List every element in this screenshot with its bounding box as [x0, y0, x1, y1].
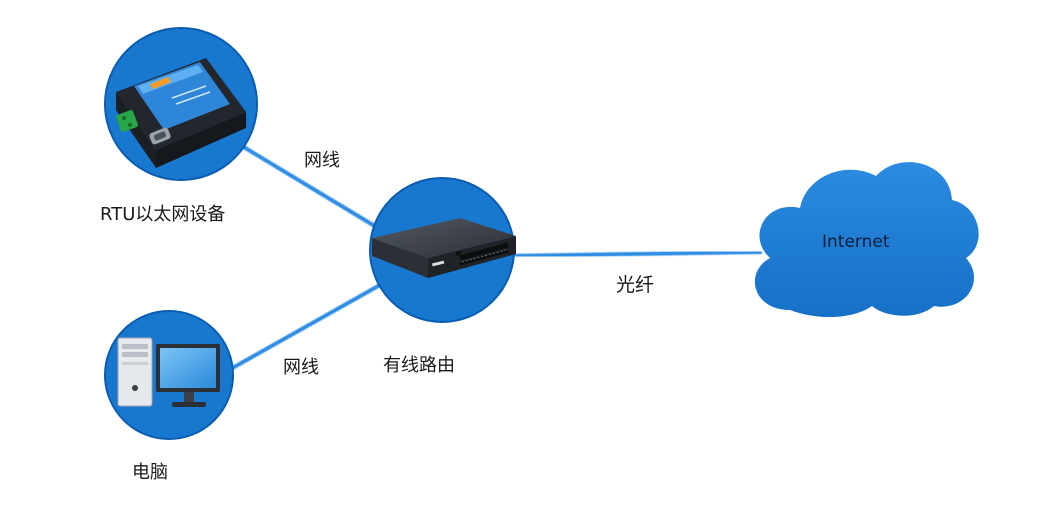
link-router-internet	[504, 250, 763, 258]
internet-label: Internet	[822, 232, 890, 252]
rtu-device-label: RTU以太网设备	[100, 204, 226, 225]
link-pc-router	[219, 283, 381, 377]
router-icon	[372, 218, 516, 278]
rtu-device-icon	[116, 58, 246, 168]
link-rtu-router	[230, 138, 380, 230]
rtu-node	[104, 27, 258, 181]
pc-node	[104, 310, 234, 440]
router-internet-link-label: 光纤	[616, 274, 655, 296]
pc-router-link-label: 网线	[283, 357, 319, 378]
computer-icon	[117, 337, 220, 407]
computer-label: 电脑	[132, 462, 168, 483]
internet-cloud	[754, 162, 979, 318]
rtu-router-link-label: 网线	[304, 150, 340, 171]
router-node	[369, 177, 516, 323]
router-label: 有线路由	[383, 355, 455, 376]
